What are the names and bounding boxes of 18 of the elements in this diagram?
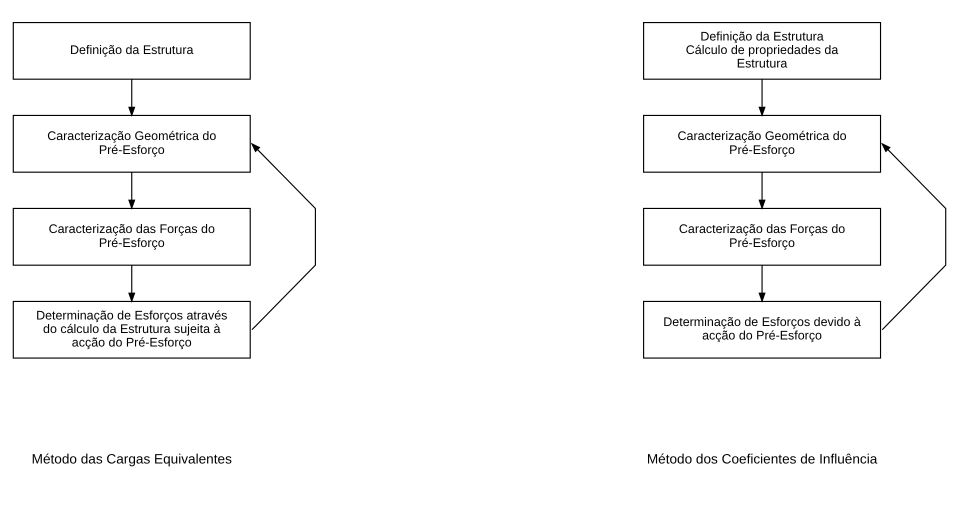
- arrow: [881, 142, 946, 330]
- node-box: Definição da Estrutura: [12, 22, 251, 80]
- node-box: Caracterização Geométrica do Pré-Esforço: [12, 114, 251, 173]
- node-box: Determinação de Esforços através do cálculo da Estrutura sujeita à acção do Pré-Esforço: [12, 300, 251, 359]
- node-box: Determinação de Esforços devido à acção do Pré-Esforço: [643, 300, 882, 359]
- node-box: Caracterização das Forças do Pré-Esforço: [643, 208, 882, 266]
- arrow: [758, 172, 766, 210]
- arrow: [758, 79, 766, 117]
- arrow: [128, 172, 136, 210]
- arrow: [128, 265, 136, 303]
- node-box: Caracterização das Forças do Pré-Esforço: [12, 208, 251, 266]
- arrow: [250, 142, 316, 330]
- node-box: Caracterização Geométrica do Pré-Esforço: [643, 114, 882, 173]
- label: Método das Cargas Equivalentes: [32, 452, 232, 467]
- arrow: [128, 79, 136, 117]
- arrow: [758, 265, 766, 303]
- label: Método dos Coeficientes de Influência: [646, 452, 878, 467]
- node-box: Definição da Estrutura Cálculo de propriedades da Estrutura: [643, 22, 882, 80]
